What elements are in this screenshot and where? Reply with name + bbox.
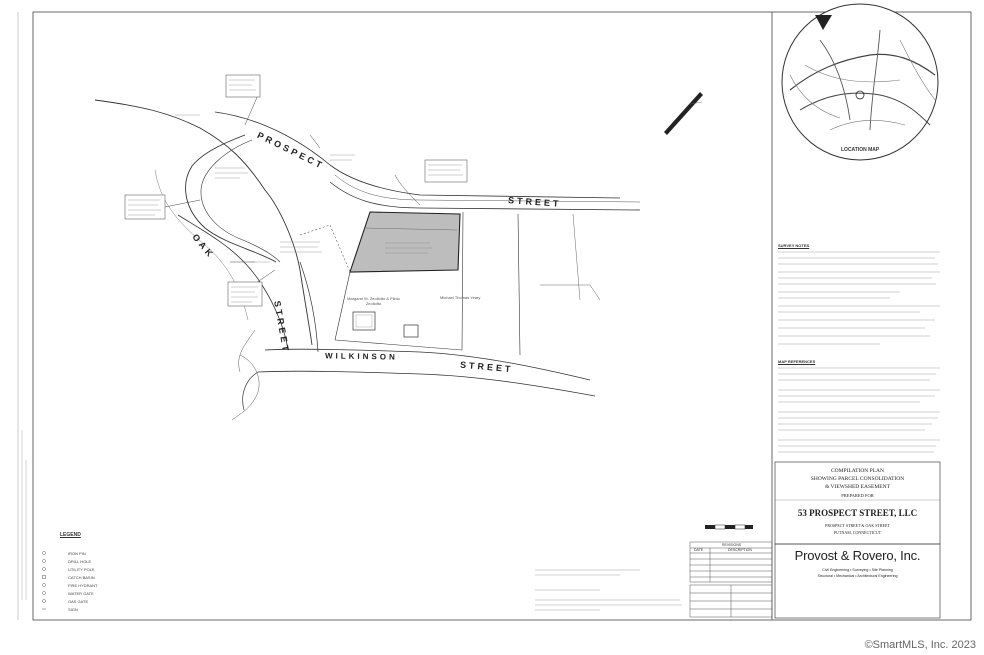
building-west-inner: [355, 314, 373, 328]
revisions-col-description: DESCRIPTION: [728, 548, 752, 552]
wilkinson-west-curve: [238, 329, 256, 373]
east-lot-line-2: [517, 213, 521, 356]
margin-text: [21, 430, 27, 600]
location-map-caption: LOCATION MAP: [841, 147, 880, 153]
legend-item: WATER GATE: [68, 591, 94, 596]
legend-symbols: [42, 551, 46, 610]
map-references-heading: MAP REFERENCES: [778, 359, 816, 364]
east-lot-line-3: [572, 213, 581, 301]
prospect-south-curb: [185, 134, 277, 263]
callout-box-2: [124, 194, 166, 220]
east-lot-line-4: [540, 284, 601, 301]
location-map: [781, 3, 939, 161]
north-arrow: [664, 92, 703, 135]
prospect-street-east: [329, 181, 641, 211]
callout-box-1: [225, 74, 261, 98]
east-lot-line-1: [461, 211, 464, 351]
leader-5: [394, 174, 421, 206]
south-lot-line: [334, 339, 463, 351]
street-label-wilkinson: WILKINSON: [324, 351, 398, 362]
notes-text-lines: [778, 251, 940, 453]
leader-2: [164, 199, 201, 208]
lower-left-road: [231, 354, 260, 421]
west-lot-line: [334, 271, 351, 341]
scale-bar: [705, 524, 753, 530]
certification-text: [535, 569, 682, 611]
legend-item: IRON PIN: [68, 551, 86, 556]
legend-item: GAS GATE: [68, 599, 89, 604]
title-line-2: SHOWING PARCEL CONSOLIDATION: [810, 476, 905, 482]
prospect-inner-curb: [200, 139, 281, 263]
legend-item: SIGN: [68, 607, 78, 612]
owner-label-east: Michael Thomas Yeary: [440, 295, 481, 300]
sheet-border: [32, 11, 972, 621]
firm-tagline-1: Civil Engineering • Surveying • Site Pla…: [822, 568, 893, 572]
callout-box-4: [424, 159, 468, 183]
title-line-4: PREPARED FOR: [841, 493, 874, 498]
title-owner: 53 PROSPECT STREET, LLC: [797, 508, 918, 518]
oak-street-east-curb: [299, 261, 319, 353]
owner-label-west: Margaret M. Zeollotto & Plinio Zeollotto: [347, 296, 400, 306]
firm-tagline-2: Structural • Mechanical • Architectural …: [817, 574, 898, 578]
legend-heading: LEGEND: [60, 532, 81, 538]
revisions-col-date: DATE: [694, 548, 704, 552]
legend-item: DRILL HOLE: [68, 559, 92, 564]
oak-prospect-outer-road: [94, 99, 313, 346]
callout-box-3: [227, 281, 263, 307]
revisions-table: [689, 541, 773, 583]
parcel-divider: [363, 227, 458, 231]
revisions-heading: REVISIONS: [722, 543, 742, 547]
title-line-1: COMPILATION PLAN: [830, 468, 884, 474]
firm-block-frame: [774, 543, 941, 619]
title-location-1: PROSPECT STREET & OAK STREET: [825, 523, 890, 528]
hatch-line: [299, 224, 351, 273]
wilkinson-north-curb: [264, 348, 591, 381]
title-line-3: & VIEWSHED EASEMENT: [825, 484, 890, 490]
building-shed: [403, 324, 419, 338]
wilkinson-west-bend: [242, 371, 259, 411]
leader-1: [244, 94, 259, 126]
consolidated-parcel: [349, 211, 461, 273]
title-location-2: PUTNAM, CONNECTICUT: [833, 530, 882, 535]
firm-name: Provost & Rovero, Inc.: [794, 548, 921, 563]
legend-item: FIRE HYDRANT: [68, 583, 98, 588]
survey-notes-heading: SURVEY NOTES: [778, 243, 810, 248]
leader-6: [309, 134, 321, 149]
small-annotations: [128, 79, 463, 303]
prospect-street-east-inner: [334, 174, 641, 203]
copyright-notice: ©SmartMLS, Inc. 2023: [864, 639, 976, 651]
prospect-north-curb: [214, 111, 621, 199]
legend-item: UTILITY POLE: [68, 567, 95, 572]
wilkinson-south-curb: [257, 370, 596, 397]
drawing-info-table: [689, 584, 773, 618]
legend-item: CATCH BASIN: [68, 575, 95, 580]
